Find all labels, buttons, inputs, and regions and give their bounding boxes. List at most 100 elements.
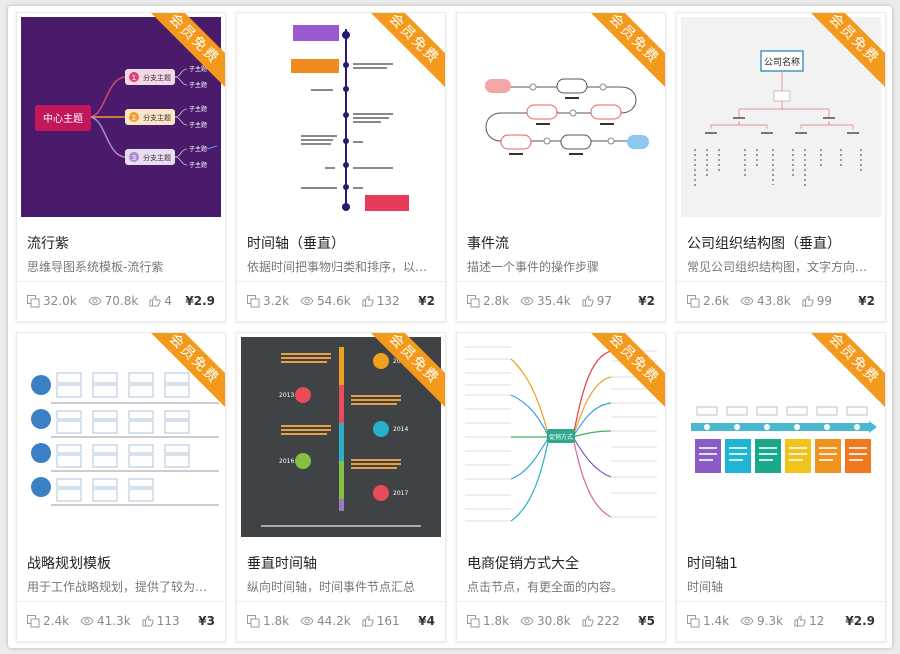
thumbs-up-icon [794, 615, 806, 627]
price-label: ¥2 [638, 294, 655, 308]
copies-stat: 2.4k [27, 614, 69, 628]
copies-stat: 1.8k [467, 614, 509, 628]
eye-icon [300, 616, 314, 626]
price-label: ¥2 [418, 294, 435, 308]
template-title[interactable]: 事件流 [467, 236, 509, 252]
svg-text:子主题: 子主题 [189, 145, 207, 153]
template-title[interactable]: 电商促销方式大全 [467, 556, 579, 572]
copy-icon [27, 614, 40, 627]
template-description: 纵向时间轴，时间事件节点汇总 [247, 580, 416, 594]
template-stats: 32.0k 70.8k 4 ¥2.9 [27, 291, 215, 311]
views-stat: 70.8k [88, 294, 138, 308]
template-stats: 2.4k 41.3k 113 ¥3 [27, 611, 215, 631]
template-stats: 2.6k 43.8k 99 ¥2 [687, 291, 875, 311]
template-title[interactable]: 流行紫 [27, 236, 69, 252]
template-stats: 1.4k 9.3k 12 ¥2.9 [687, 611, 875, 631]
divider [457, 281, 665, 282]
template-card[interactable]: 会员免费 时间轴1 时间轴 1.4k 9.3k 12 ¥2.9 [676, 332, 886, 642]
template-description: 依据时间把事物归类和排序，以… [247, 260, 428, 274]
template-title[interactable]: 时间轴（垂直） [247, 236, 345, 252]
template-title[interactable]: 垂直时间轴 [247, 556, 317, 572]
views-stat: 41.3k [80, 614, 131, 628]
svg-text:2016: 2016 [279, 458, 294, 465]
svg-text:子主题: 子主题 [189, 121, 207, 129]
divider [237, 281, 445, 282]
template-title[interactable]: 时间轴1 [687, 556, 738, 572]
price-label: ¥3 [198, 614, 215, 628]
center-topic: 促销方式 [549, 433, 573, 441]
copy-icon [687, 614, 700, 627]
likes-stat[interactable]: 222 [582, 614, 620, 628]
eye-icon [740, 296, 754, 306]
divider [17, 281, 225, 282]
likes-stat[interactable]: 99 [802, 294, 832, 308]
template-description: 用于工作战略规划，提供了较为… [27, 580, 208, 594]
likes-stat[interactable]: 12 [794, 614, 824, 628]
copy-icon [247, 614, 260, 627]
svg-text:子主题: 子主题 [189, 81, 207, 89]
svg-text:分支主题: 分支主题 [143, 113, 171, 122]
template-description: 点击节点，有更全面的内容。 [467, 580, 624, 594]
copies-stat: 1.4k [687, 614, 729, 628]
template-description: 思维导图系统模板-流行紫 [27, 260, 164, 274]
likes-stat[interactable]: 113 [142, 614, 180, 628]
template-title[interactable]: 战略规划模板 [27, 556, 111, 572]
template-card[interactable]: 会员免费 事件流 描述一个事件的操作步骤 2.8k 35.4k 97 ¥2 [456, 12, 666, 322]
eye-icon [520, 616, 534, 626]
template-title[interactable]: 公司组织结构图（垂直） [687, 236, 841, 252]
copies-stat: 2.8k [467, 294, 509, 308]
svg-text:子主题: 子主题 [189, 105, 207, 113]
views-stat: 30.8k [520, 614, 571, 628]
thumbs-up-icon [362, 615, 374, 627]
template-card[interactable]: 公司名称 会员免费 [676, 12, 886, 322]
likes-stat[interactable]: 161 [362, 614, 400, 628]
copies-stat: 1.8k [247, 614, 289, 628]
template-stats: 2.8k 35.4k 97 ¥2 [467, 291, 655, 311]
price-label: ¥2 [858, 294, 875, 308]
thumbs-up-icon [362, 295, 374, 307]
template-card[interactable]: 2012 2013 2014 2016 2017 会员免费 垂直时间轴 纵向时间… [236, 332, 446, 642]
thumbs-up-icon [802, 295, 814, 307]
template-card[interactable]: 会员免费 时间轴（垂直） 依据时间把事物归类和排序，以… 3.2k 54.6k … [236, 12, 446, 322]
svg-text:2017: 2017 [393, 490, 408, 497]
svg-text:子主题: 子主题 [189, 65, 207, 73]
copy-icon [687, 294, 700, 307]
views-stat: 9.3k [740, 614, 783, 628]
svg-text:分支主题: 分支主题 [143, 153, 171, 162]
divider [677, 601, 885, 602]
template-gallery: 中心主题 1 分支主题 2 分支主题 3 分支主题 子主 [8, 6, 892, 648]
thumbs-up-icon [582, 615, 594, 627]
svg-text:2: 2 [132, 114, 136, 122]
views-stat: 54.6k [300, 294, 351, 308]
views-stat: 44.2k [300, 614, 351, 628]
eye-icon [520, 296, 534, 306]
eye-icon [300, 296, 314, 306]
svg-text:分支主题: 分支主题 [143, 73, 171, 82]
divider [237, 601, 445, 602]
thumbs-up-icon [582, 295, 594, 307]
thumbs-up-icon [149, 295, 161, 307]
price-label: ¥4 [418, 614, 435, 628]
price-label: ¥2.9 [845, 614, 875, 628]
svg-text:子主题: 子主题 [189, 161, 207, 169]
company-name: 公司名称 [764, 56, 800, 68]
views-stat: 35.4k [520, 294, 571, 308]
price-label: ¥2.9 [185, 294, 215, 308]
likes-stat[interactable]: 97 [582, 294, 612, 308]
likes-stat[interactable]: 4 [149, 294, 172, 308]
center-topic: 中心主题 [43, 112, 83, 125]
eye-icon [740, 616, 754, 626]
divider [677, 281, 885, 282]
views-stat: 43.8k [740, 294, 791, 308]
eye-icon [88, 296, 102, 306]
template-card[interactable]: 中心主题 1 分支主题 2 分支主题 3 分支主题 子主 [16, 12, 226, 322]
copies-stat: 3.2k [247, 294, 289, 308]
template-card[interactable]: 促销方式 会员免费 电商促销方式大全 点击节点，有更全面的内容。 1.8k 30… [456, 332, 666, 642]
likes-stat[interactable]: 132 [362, 294, 400, 308]
template-card[interactable]: 会员免费 战略规划模板 用于工作战略规划，提供了较为… 2.4k 41.3k 1… [16, 332, 226, 642]
svg-text:3: 3 [132, 154, 136, 162]
template-stats: 3.2k 54.6k 132 ¥2 [247, 291, 435, 311]
divider [457, 601, 665, 602]
svg-text:2014: 2014 [393, 426, 408, 433]
template-stats: 1.8k 44.2k 161 ¥4 [247, 611, 435, 631]
